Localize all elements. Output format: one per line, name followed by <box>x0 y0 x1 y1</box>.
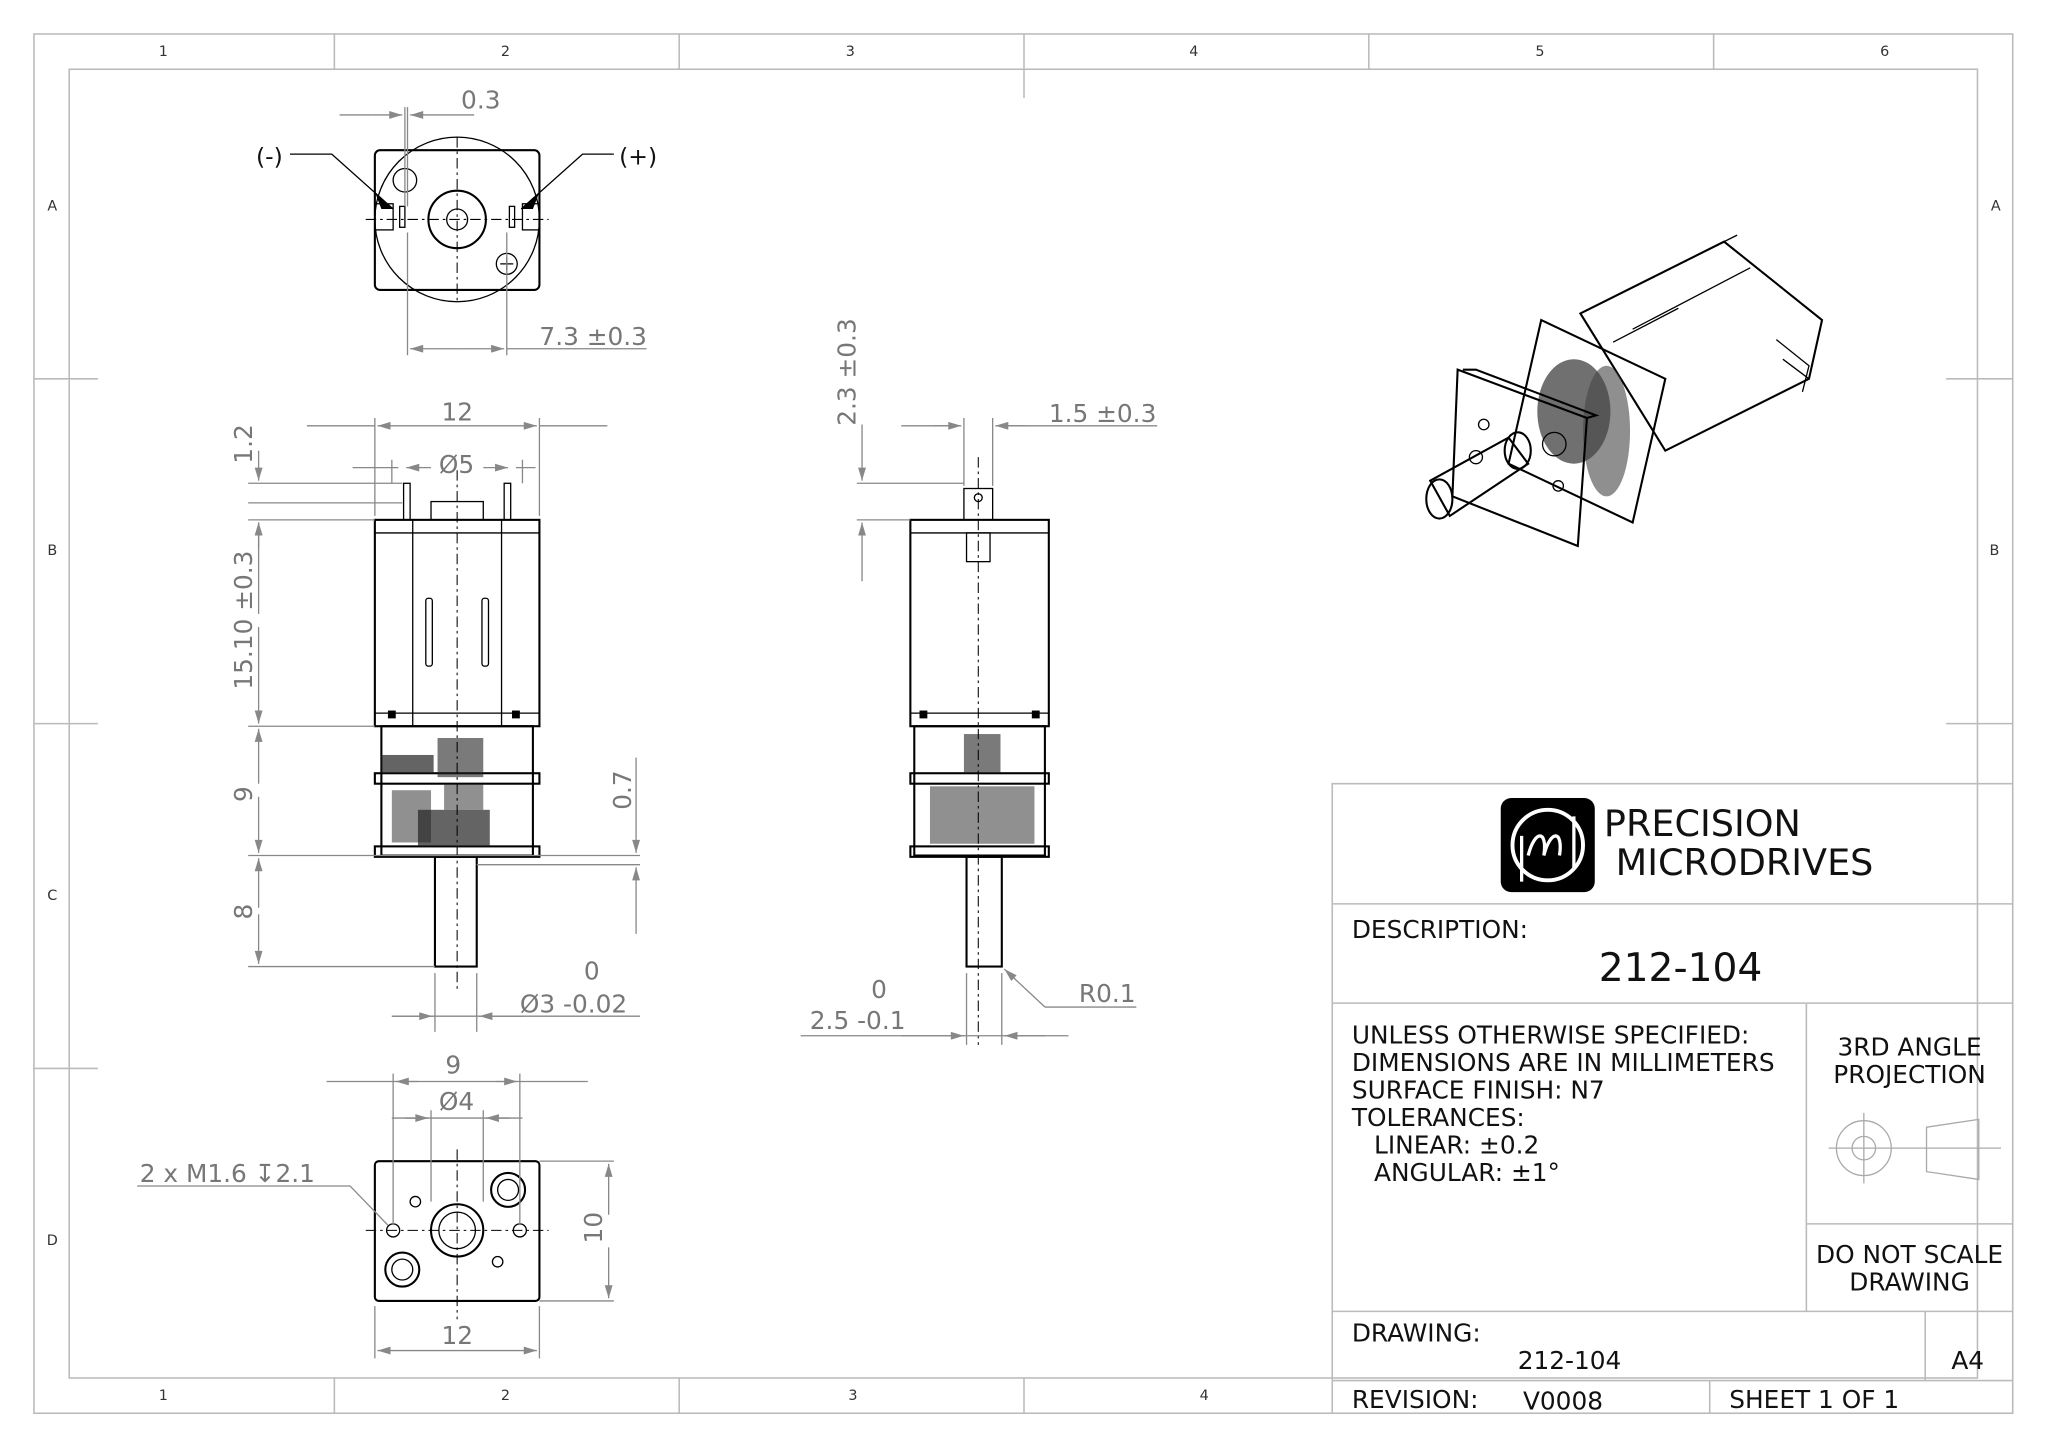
zone-col-1-bottom: 1 <box>159 1388 168 1404</box>
dim-flat: 2.5 -0.1 <box>810 1006 906 1035</box>
zone-col-6: 6 <box>1880 44 1889 60</box>
label-positive-terminal: (+) <box>619 143 657 171</box>
dim-width: 12 <box>441 1321 473 1350</box>
zone-col-2: 2 <box>501 44 510 60</box>
dim-terminal-width: 1.5 ±0.3 <box>1049 399 1157 428</box>
note-line-1: UNLESS OTHERWISE SPECIFIED: <box>1352 1021 1750 1050</box>
drawing-value: 212-104 <box>1518 1346 1622 1375</box>
dim-motor-length: 15.10 ±0.3 <box>229 551 258 690</box>
dim-diameter: Ø5 <box>439 450 474 479</box>
zone-row-b: B <box>47 543 57 559</box>
top-view: 0.3 7.3 ±0.3 (-) (+) <box>256 85 657 356</box>
note-line-3: SURFACE FINISH: N7 <box>1352 1075 1605 1104</box>
zone-labels: 1 2 3 4 5 6 1 2 3 4 A B C D A B <box>47 44 2001 1404</box>
dim-terminal: 1.2 <box>229 424 258 463</box>
drawing-label: DRAWING: <box>1352 1318 1481 1347</box>
projection-line2: PROJECTION <box>1833 1060 1986 1089</box>
dim-boss: Ø4 <box>439 1087 474 1116</box>
zone-col-2-bottom: 2 <box>501 1388 510 1404</box>
dim-terminal-height: 2.3 ±0.3 <box>833 318 862 426</box>
dim-gearbox: 9 <box>229 786 258 802</box>
dim-height: 10 <box>579 1212 608 1244</box>
label-negative-terminal: (-) <box>256 143 283 171</box>
company-logo <box>1500 798 1595 893</box>
zone-row-b-right: B <box>1990 543 2000 559</box>
dim-terminal-spacing: 7.3 ±0.3 <box>539 322 647 351</box>
side-view: 2.3 ±0.3 1.5 ±0.3 R0.1 0 2.5 -0.1 <box>800 318 1158 1045</box>
dim-offset: 0.3 <box>461 85 500 114</box>
scale-note-line2: DRAWING <box>1849 1267 1970 1296</box>
dim-hole-spacing: 9 <box>445 1051 461 1080</box>
dim-radius: R0.1 <box>1079 979 1136 1008</box>
company-name-line1: PRECISION <box>1604 802 1801 845</box>
zone-col-1: 1 <box>159 44 168 60</box>
paper-size: A4 <box>1951 1346 1984 1375</box>
revision-label: REVISION: <box>1352 1385 1479 1414</box>
title-block: PRECISION MICRODRIVES DESCRIPTION: 212-1… <box>1331 782 2014 1415</box>
dim-shaft-length: 8 <box>229 904 258 920</box>
zone-col-3: 3 <box>846 44 855 60</box>
note-line-5: LINEAR: ±0.2 <box>1374 1130 1539 1159</box>
scale-note-line1: DO NOT SCALE <box>1816 1240 2003 1269</box>
dim-shaft-dia: Ø3 -0.02 <box>520 989 627 1018</box>
dim-width: 12 <box>441 398 473 427</box>
note-line-4: TOLERANCES: <box>1351 1103 1525 1132</box>
zone-row-a-right: A <box>1991 198 2001 214</box>
note-line-6: ANGULAR: ±1° <box>1374 1158 1560 1187</box>
zone-col-4-bottom: 4 <box>1200 1388 1209 1404</box>
zone-col-3-bottom: 3 <box>848 1388 857 1404</box>
note-line-2: DIMENSIONS ARE IN MILLIMETERS <box>1352 1048 1775 1077</box>
zone-row-d: D <box>47 1233 58 1249</box>
description-label: DESCRIPTION: <box>1352 915 1528 944</box>
dim-holes: 2 x M1.6 ↧2.1 <box>140 1159 315 1188</box>
sheet-border <box>33 33 2014 1415</box>
sheet-number: SHEET 1 OF 1 <box>1729 1385 1899 1414</box>
description-value: 212-104 <box>1599 946 1763 991</box>
zone-row-c: C <box>47 888 57 904</box>
zone-row-a: A <box>47 198 57 214</box>
dim-plate: 0.7 <box>608 770 637 809</box>
front-view: 12 Ø5 1.2 15.10 ±0.3 9 8 0.7 0 Ø3 -0.02 <box>229 398 640 1032</box>
company-name-line2: MICRODRIVES <box>1616 841 1874 884</box>
projection-line1: 3RD ANGLE <box>1837 1032 1981 1061</box>
zone-col-4: 4 <box>1189 44 1198 60</box>
dim-shaft-dia-upper: 0 <box>584 957 600 986</box>
bottom-view: 9 Ø4 2 x M1.6 ↧2.1 10 12 <box>137 1051 614 1359</box>
zone-col-5: 5 <box>1535 44 1544 60</box>
isometric-view <box>1425 234 1824 548</box>
revision-value: V0008 <box>1523 1386 1603 1415</box>
third-angle-projection-symbol <box>1828 1112 2001 1184</box>
dim-flat-upper: 0 <box>871 975 887 1004</box>
